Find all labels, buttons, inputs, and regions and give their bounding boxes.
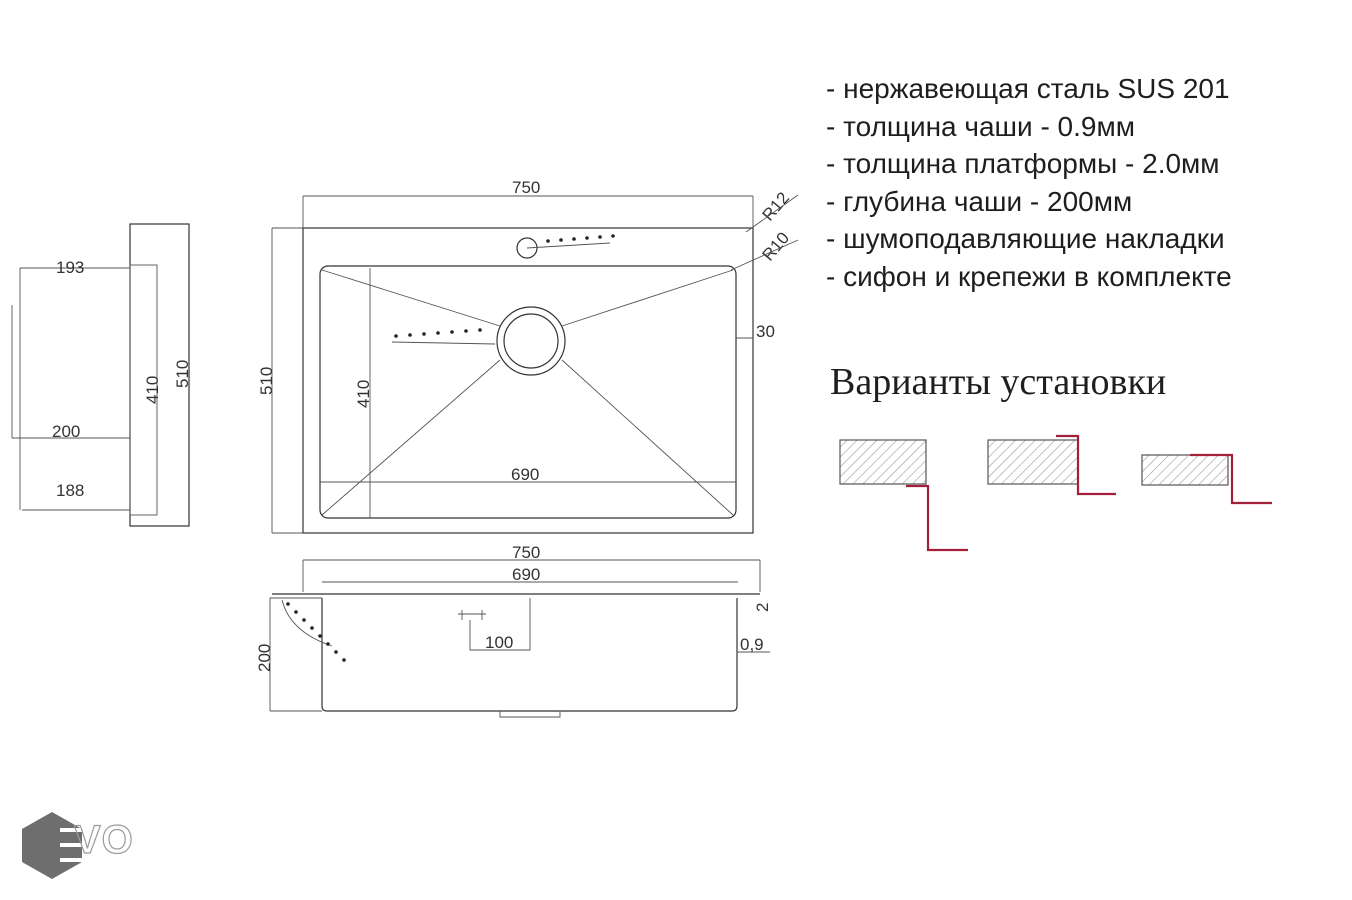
dim-side-193: 193 [56, 258, 84, 277]
dim-front-200: 200 [255, 644, 274, 672]
installation-variant-3 [1141, 453, 1272, 505]
front-bowl [321, 598, 738, 712]
spec-item: - толщина платформы - 2.0мм [826, 148, 1220, 179]
installation-variant-1 [839, 439, 968, 552]
front-drain-symbol [458, 610, 486, 620]
front-drain [499, 711, 561, 718]
dotted-leaders [394, 234, 615, 338]
top-view-platform [302, 227, 754, 534]
dim-line-510 [271, 227, 303, 534]
front-side-arc [281, 599, 333, 647]
installation-title: Варианты установки [830, 361, 1167, 403]
dim-top-750: 750 [512, 178, 540, 197]
spec-item: - толщина чаши - 0.9мм [826, 110, 1135, 142]
dim-side-510: 510 [173, 360, 192, 388]
tap-hole-leader [526, 242, 611, 249]
dim-r10: R10 [759, 228, 794, 264]
side-view-extension-lines [11, 267, 130, 511]
front-dotted-leader [286, 602, 346, 662]
dim-side-410: 410 [143, 376, 162, 404]
dim-line-top-750 [302, 195, 754, 228]
spec-item: - сифон и крепежи в комплекте [826, 260, 1232, 292]
dim-front-100: 100 [485, 633, 513, 652]
bowl-slope-lines [321, 269, 734, 516]
drain-outer [496, 306, 566, 376]
dim-side-188: 188 [56, 481, 84, 500]
brand-logo-text: VO [73, 817, 134, 862]
installation-variant-2 [987, 434, 1116, 496]
dim-line-front-200 [269, 597, 322, 712]
dim-line-front-100 [469, 598, 531, 651]
side-view-bowl [129, 264, 158, 516]
spec-list: - нержавеющая сталь SUS 201 - толщина ча… [826, 70, 1232, 295]
spec-item: - шумоподавляющие накладки [826, 223, 1225, 254]
drain-leader [391, 341, 496, 345]
dim-30: 30 [756, 322, 775, 341]
top-view: 750 R12 R10 510 410 690 30 [257, 178, 799, 534]
front-view: 750 690 200 100 2 0,9 [255, 543, 772, 718]
dim-front-750: 750 [512, 543, 540, 562]
side-view: 193 200 188 410 510 [11, 223, 192, 527]
spec-item: - глубина чаши - 200мм [826, 185, 1133, 217]
brand-logo-icon [22, 812, 82, 879]
tap-hole [516, 237, 538, 259]
dim-side-200: 200 [52, 422, 80, 441]
top-view-bowl [319, 265, 737, 519]
dim-front-09: 0,9 [740, 635, 764, 654]
dim-line-front-750 [302, 559, 761, 592]
dim-690: 690 [511, 465, 539, 484]
spec-item: - нержавеющая сталь SUS 201 [826, 73, 1230, 104]
radius-leaders [730, 194, 799, 271]
dim-510: 510 [257, 367, 276, 395]
dim-front-690: 690 [512, 565, 540, 584]
dim-410: 410 [354, 380, 373, 408]
dim-front-2: 2 [753, 603, 772, 612]
drain-inner [503, 313, 559, 369]
